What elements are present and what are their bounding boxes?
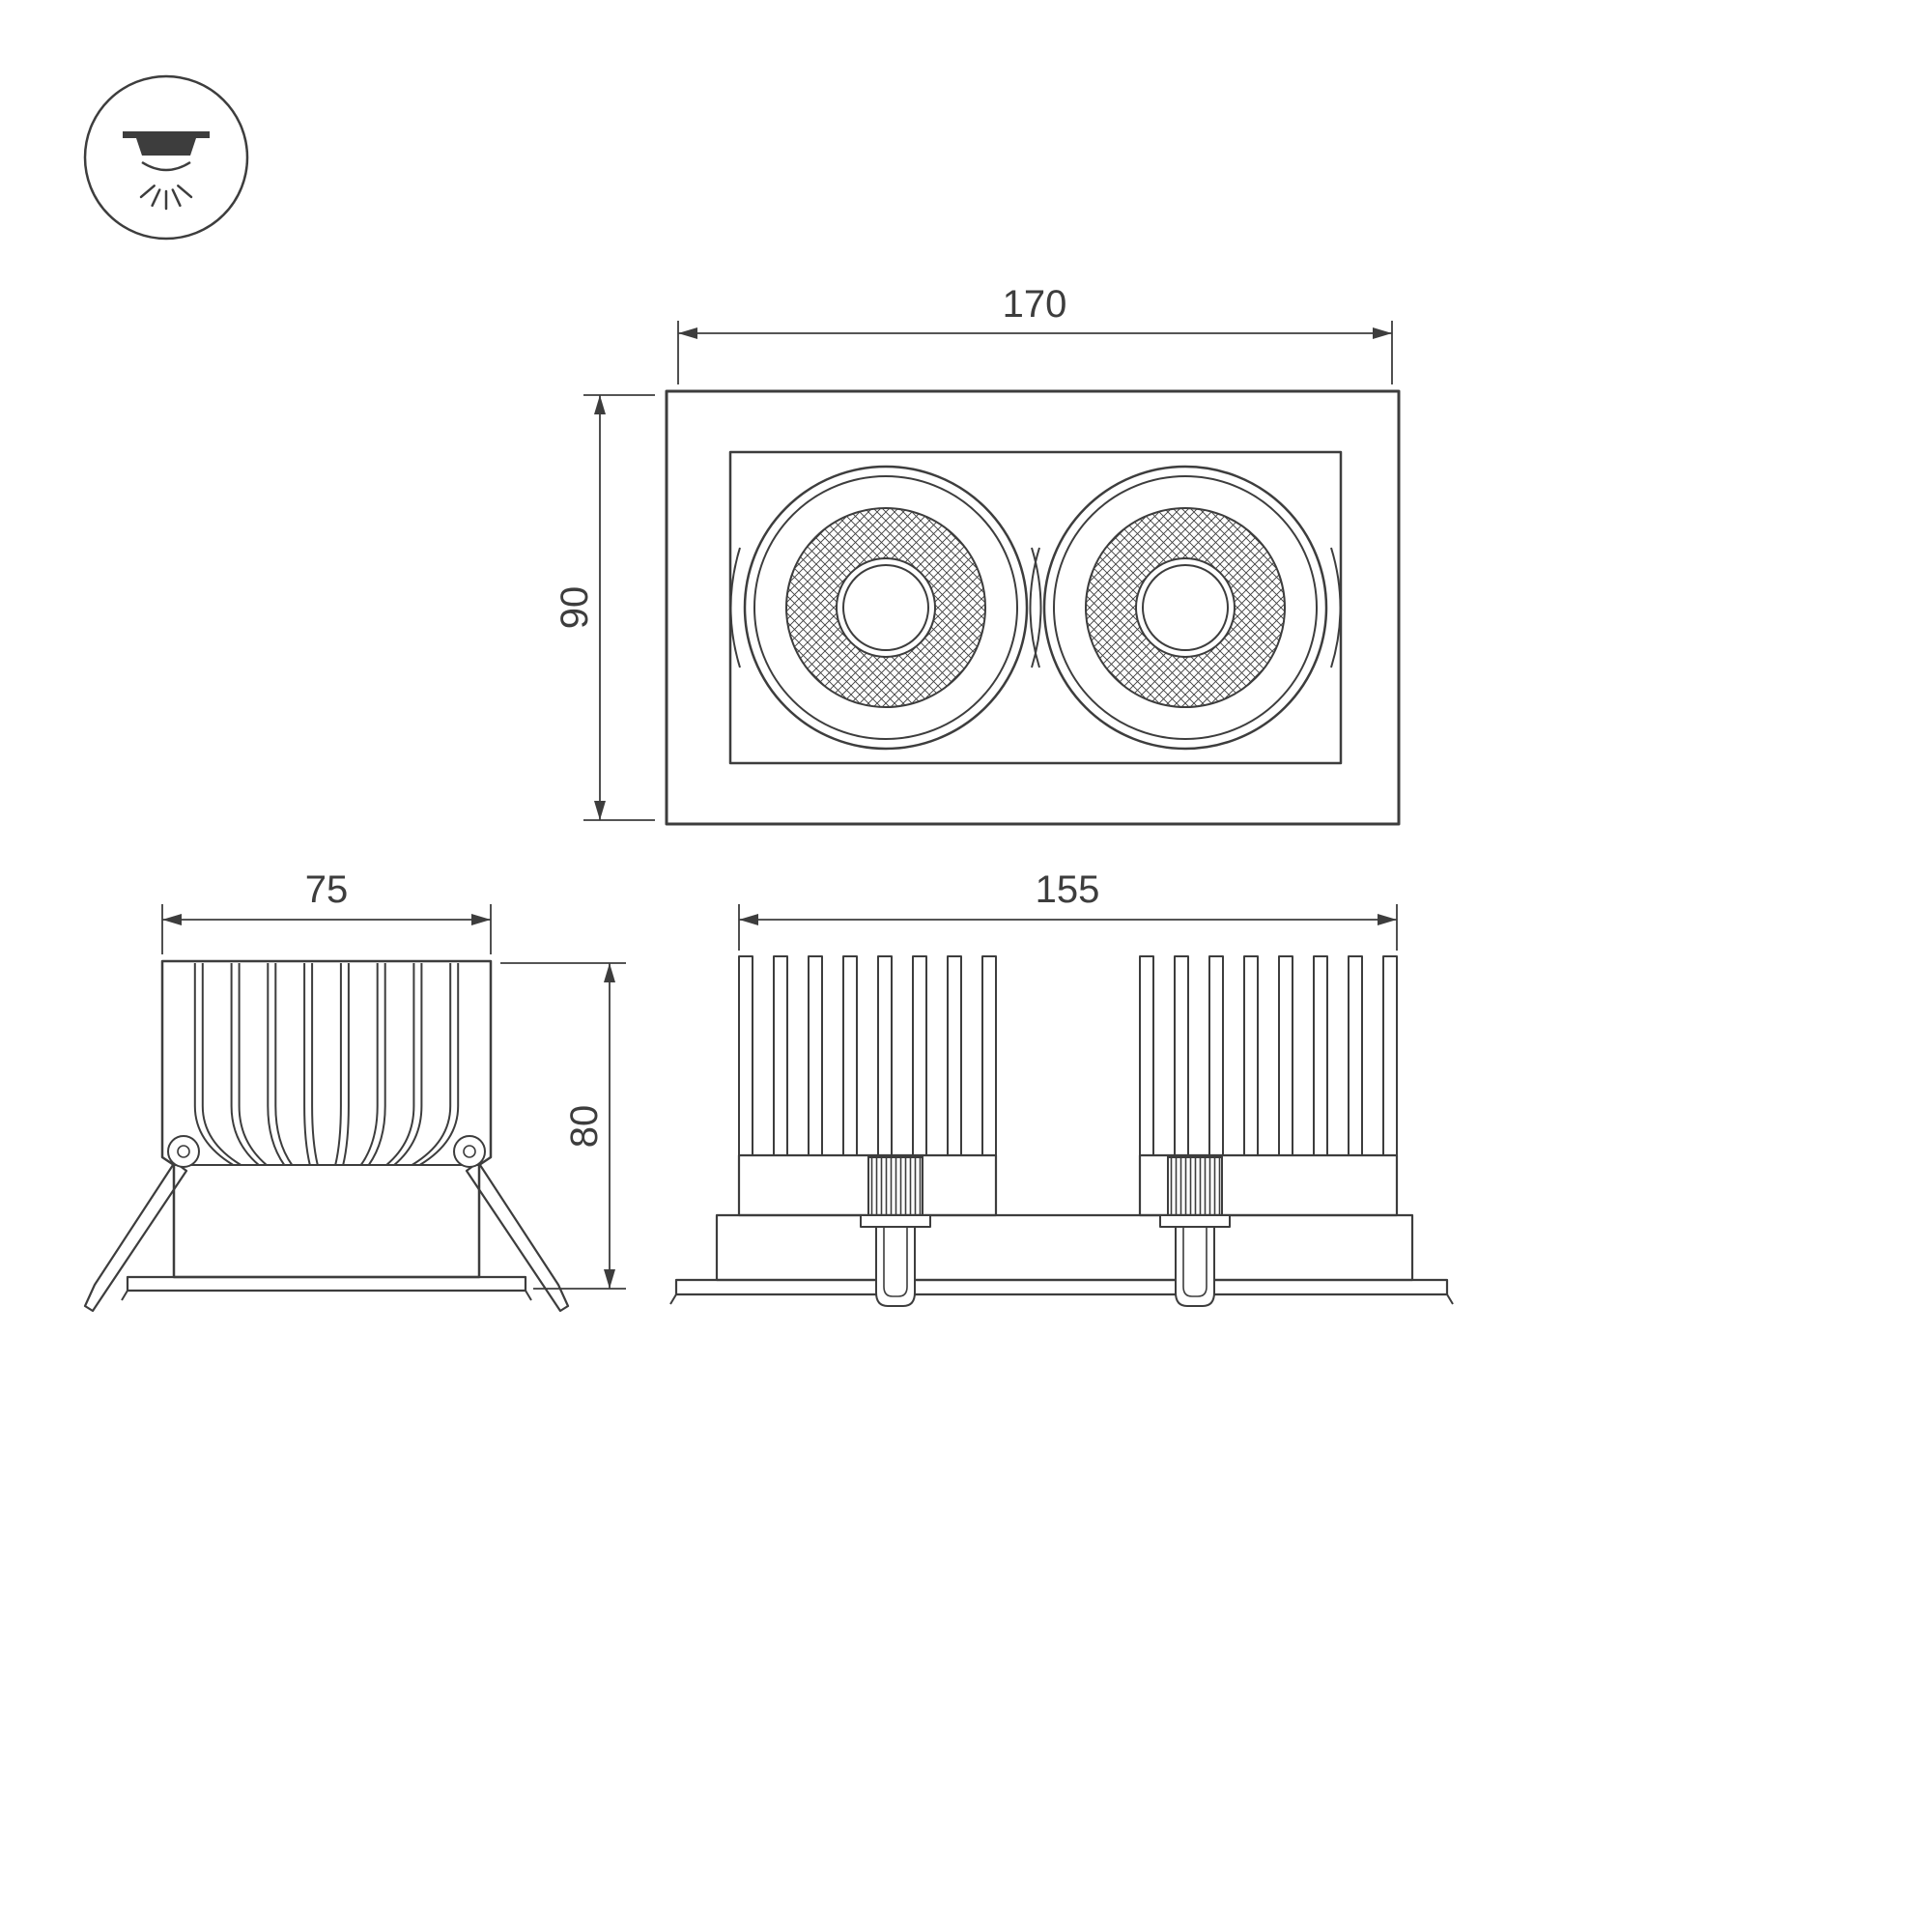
dimension-end-width: 155	[738, 868, 1398, 951]
dimension-front-width: 170	[677, 283, 1393, 384]
side-height-label: 80	[563, 1105, 606, 1149]
end-trim-flange	[674, 1278, 1449, 1296]
icon-ceiling-bar	[123, 131, 210, 138]
heatsink-fins-left	[738, 955, 997, 1156]
spring-clip-right	[453, 1135, 570, 1313]
front-width-label: 170	[1003, 283, 1067, 326]
spring-clip-left	[83, 1135, 200, 1313]
recessed-downlight-icon	[83, 74, 249, 241]
front-view	[665, 389, 1401, 826]
end-width-label: 155	[1036, 868, 1100, 911]
lamp-left	[729, 465, 1042, 751]
end-base-block	[715, 1213, 1414, 1282]
side-width-label: 75	[305, 868, 349, 911]
end-flange-tips	[669, 1293, 1454, 1305]
icon-light-rays	[139, 185, 193, 211]
icon-lamp-body	[136, 138, 196, 156]
heatsink-fins-right	[1139, 955, 1398, 1156]
icon-circle	[83, 74, 249, 241]
dimension-side-width: 75	[161, 868, 492, 954]
end-body-right	[1138, 1153, 1399, 1217]
side-body-outline	[160, 959, 493, 1279]
side-flange-tips	[121, 1290, 532, 1301]
icon-lens-arc	[141, 160, 191, 172]
heatsink-fins-side	[193, 963, 460, 1166]
mount-clip-left	[860, 1156, 931, 1307]
side-view	[83, 959, 570, 1313]
dimension-side-height: 80	[500, 962, 626, 1290]
front-outer-frame	[665, 389, 1401, 826]
dimension-front-height: 90	[554, 394, 655, 821]
side-trim-flange	[126, 1275, 527, 1293]
front-height-label: 90	[554, 586, 596, 630]
mount-clip-right	[1159, 1156, 1231, 1307]
lamp-right	[1029, 465, 1342, 751]
end-view	[669, 955, 1454, 1307]
